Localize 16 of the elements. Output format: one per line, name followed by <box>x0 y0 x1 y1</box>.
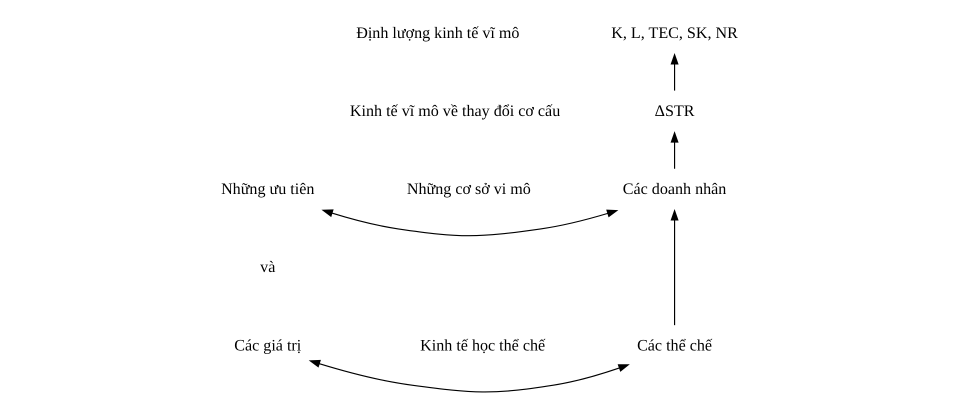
arrow <box>308 360 630 393</box>
node-text: Những ưu tiên <box>220 181 314 198</box>
arrow <box>320 209 618 236</box>
node-text: ΔSTR <box>654 102 694 120</box>
label: Kinh tế học thể chế <box>420 337 545 354</box>
node-text: Các thể chế <box>636 337 712 354</box>
node-text: Các giá trị <box>234 337 301 354</box>
arrow <box>670 208 678 326</box>
arrow <box>670 131 678 169</box>
label: Kinh tế vĩ mô về thay đổi cơ cấu <box>349 102 560 120</box>
label: và <box>260 259 275 276</box>
node-text: K, L, TEC, SK, NR <box>610 24 738 42</box>
node-text: Các doanh nhân <box>622 181 726 198</box>
label: Những cơ sở vi mô <box>406 181 530 198</box>
label: Định lượng kinh tế vĩ mô <box>356 24 519 42</box>
arrow <box>670 53 678 91</box>
